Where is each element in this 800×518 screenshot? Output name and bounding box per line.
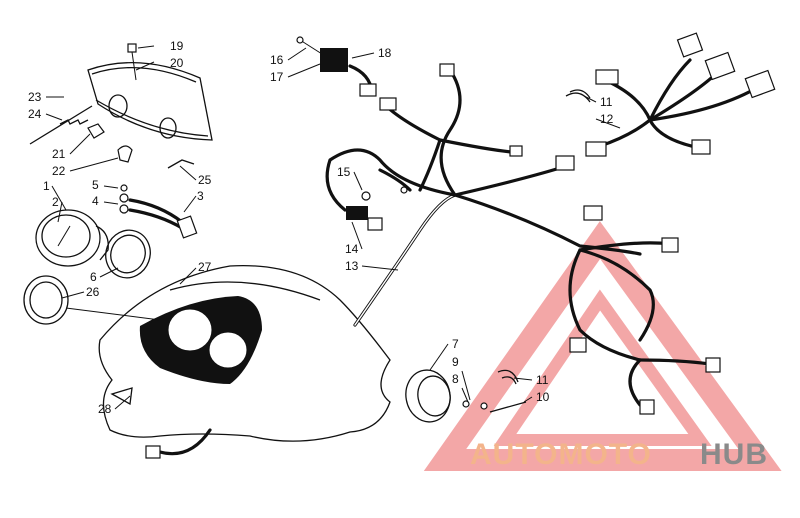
watermark-text: AUTOMOTO HUB: [470, 438, 768, 471]
callout-c10: 10: [536, 390, 550, 404]
callout-c12: 12: [600, 112, 614, 126]
callout-c3: 3: [197, 189, 204, 203]
callout-c21: 21: [52, 147, 66, 161]
callout-c24: 24: [28, 107, 42, 121]
main-wiring-harness: [325, 63, 721, 415]
gauge-ring: [105, 229, 151, 279]
callout-c18: 18: [378, 46, 392, 60]
speedometer-gauge: [35, 209, 109, 267]
headlight-assembly: [29, 43, 213, 169]
watermark-logo: [423, 221, 782, 471]
callout-c4: 4: [92, 194, 99, 208]
callout-c27: 27: [198, 260, 212, 274]
callout-c19: 19: [170, 39, 184, 53]
instrument-pod: [98, 264, 391, 459]
callout-c25: 25: [198, 173, 212, 187]
tachometer-gauge: [405, 369, 527, 423]
headlight-harness: [565, 32, 776, 157]
switch-harness: [346, 168, 412, 231]
leader-lines: [45, 45, 621, 410]
callout-c22: 22: [52, 164, 66, 178]
gauge-bezel: [23, 275, 69, 325]
callout-c28: 28: [98, 402, 112, 416]
callout-c23: 23: [28, 90, 42, 104]
watermark-word-hub: HUB: [700, 438, 768, 471]
voltage-regulator: [296, 36, 377, 97]
callout-c7: 7: [452, 337, 459, 351]
callout-c5: 5: [92, 178, 99, 192]
callout-c26: 26: [86, 285, 100, 299]
callout-c11b: 11: [536, 373, 549, 387]
watermark-word-automoto: AUTOMOTO: [470, 438, 652, 471]
callout-c17: 17: [270, 70, 284, 84]
gauge-harness: [119, 184, 198, 239]
callout-c2: 2: [52, 195, 59, 209]
callout-c14: 14: [345, 242, 359, 256]
callout-c6: 6: [90, 270, 97, 284]
callout-c1: 1: [43, 179, 50, 193]
callout-c20: 20: [170, 56, 184, 70]
callout-c13: 13: [345, 259, 359, 273]
callout-c15: 15: [337, 165, 351, 179]
callout-c8: 8: [452, 372, 459, 386]
callout-c9: 9: [452, 355, 459, 369]
callout-c11a: 11: [600, 95, 613, 109]
callout-c16: 16: [270, 53, 284, 67]
